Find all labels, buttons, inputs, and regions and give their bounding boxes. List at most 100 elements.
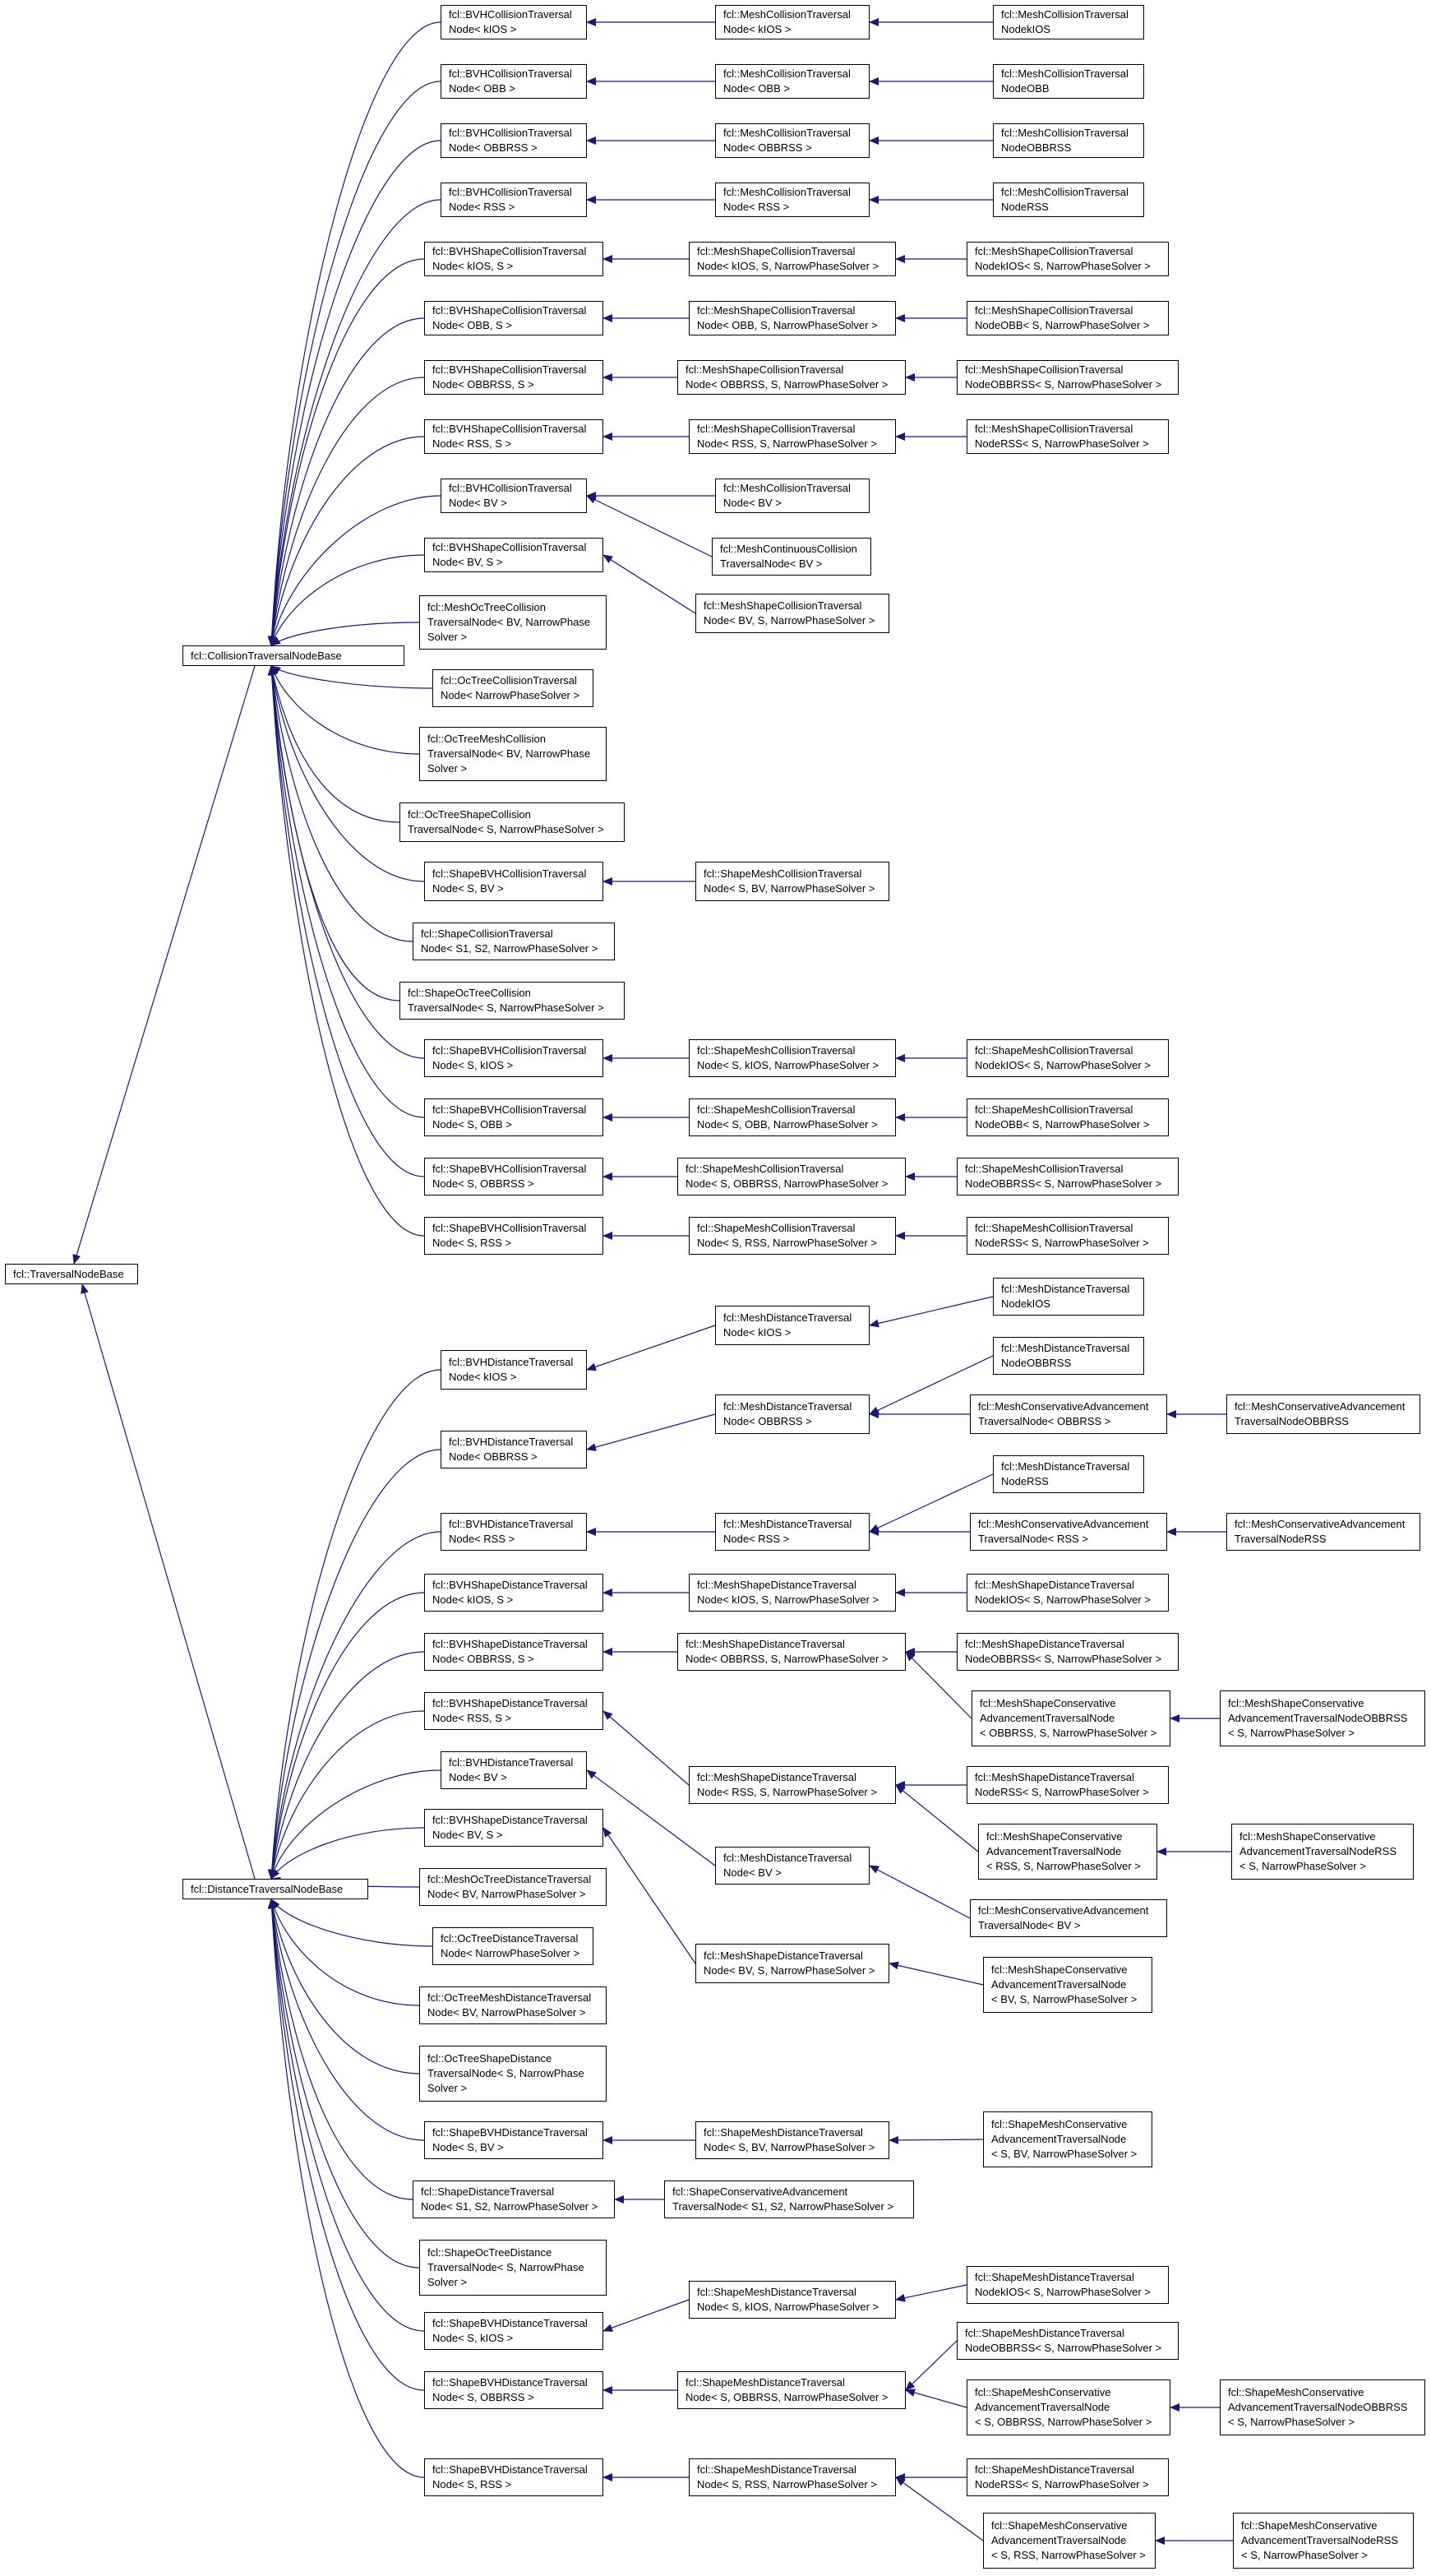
class-node-dbase[interactable]: fcl::DistanceTraversalNodeBase [182, 1879, 368, 1899]
class-node-cbase[interactable]: fcl::CollisionTraversalNodeBase [182, 645, 404, 666]
class-node-root[interactable]: fcl::TraversalNodeBase [5, 1264, 138, 1284]
